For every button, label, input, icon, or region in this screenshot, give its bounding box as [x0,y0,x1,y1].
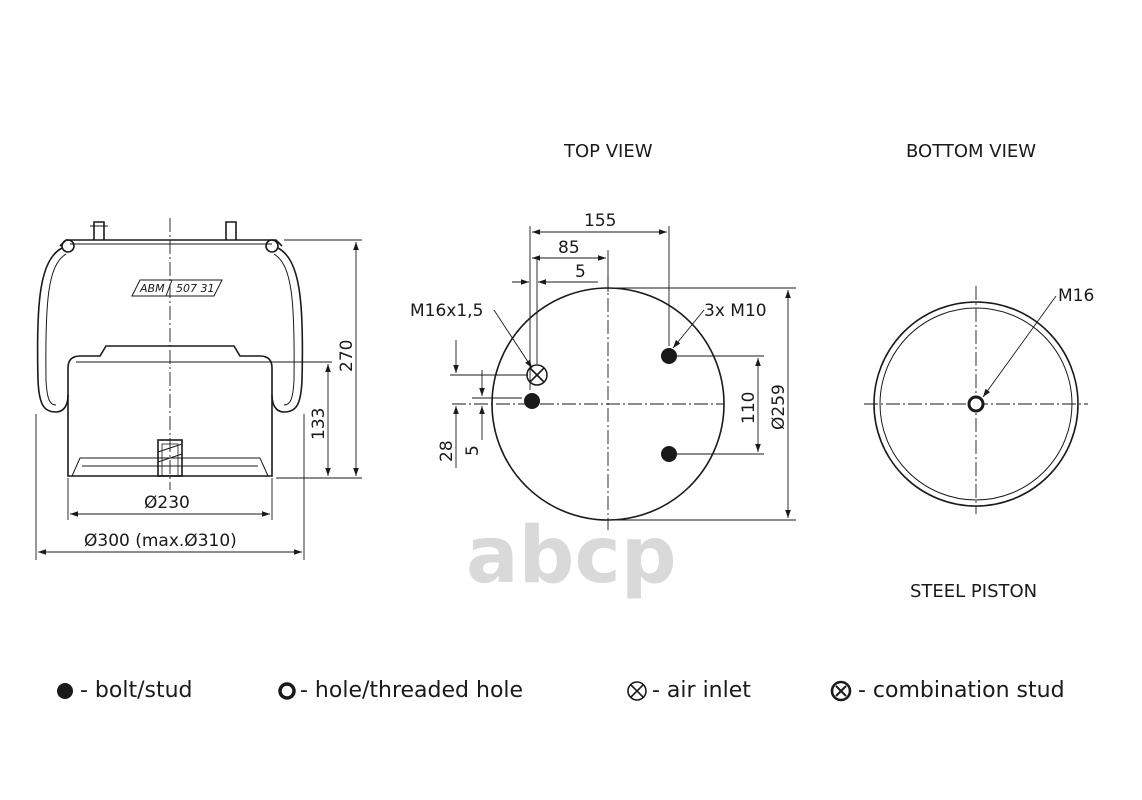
dim-5-top: 5 [575,262,586,282]
bolt-stud-icon [57,683,73,699]
stud-icon [661,446,677,462]
watermark: abcp [466,511,677,601]
label-studs: 3x M10 [704,301,767,321]
tag-left-text: ABM [139,282,165,295]
tag-right-text: 507 31 [176,282,215,295]
label-m16: M16 [1058,286,1094,306]
top-view: TOP VIEW 155 85 5 M16x1,5 3x M10 110 [410,141,796,530]
dim-110: 110 [739,392,759,424]
dim-outer-diameter: Ø300 (max.Ø310) [84,531,237,551]
dim-height-piston: 133 [309,408,329,440]
legend-item-hole: - hole/threaded hole [278,678,523,703]
dim-85: 85 [558,238,580,258]
bottom-view: BOTTOM VIEW M16 STEEL PISTON [864,141,1094,602]
legend-item-bolt-stud: - bolt/stud [57,678,193,703]
legend: - bolt/stud - hole/threaded hole - air i… [57,678,1065,703]
piston-type-label: STEEL PISTON [910,581,1037,602]
dim-piston-diameter: Ø230 [144,493,190,513]
legend-label: - combination stud [858,678,1065,703]
bottom-view-title: BOTTOM VIEW [906,141,1036,162]
hole-icon [278,682,296,700]
legend-label: - air inlet [652,678,751,703]
legend-item-combination-stud: - combination stud [830,678,1065,703]
dim-height-total: 270 [337,340,357,372]
top-view-title: TOP VIEW [563,141,653,162]
threaded-hole-icon [967,395,985,413]
dim-28: 28 [437,440,457,462]
legend-label: - bolt/stud [80,678,193,703]
stud-icon [524,393,540,409]
stud-icon [661,348,677,364]
dim-155: 155 [584,211,616,231]
side-view: ABM 507 31 270 133 Ø230 Ø300 (max.Ø310) [35,218,362,560]
label-inlet-thread: M16x1,5 [410,301,483,321]
dim-5-side: 5 [463,445,483,456]
dim-diameter-259: Ø259 [769,384,789,430]
legend-item-air-inlet: - air inlet [627,678,751,703]
legend-label: - hole/threaded hole [300,678,523,703]
